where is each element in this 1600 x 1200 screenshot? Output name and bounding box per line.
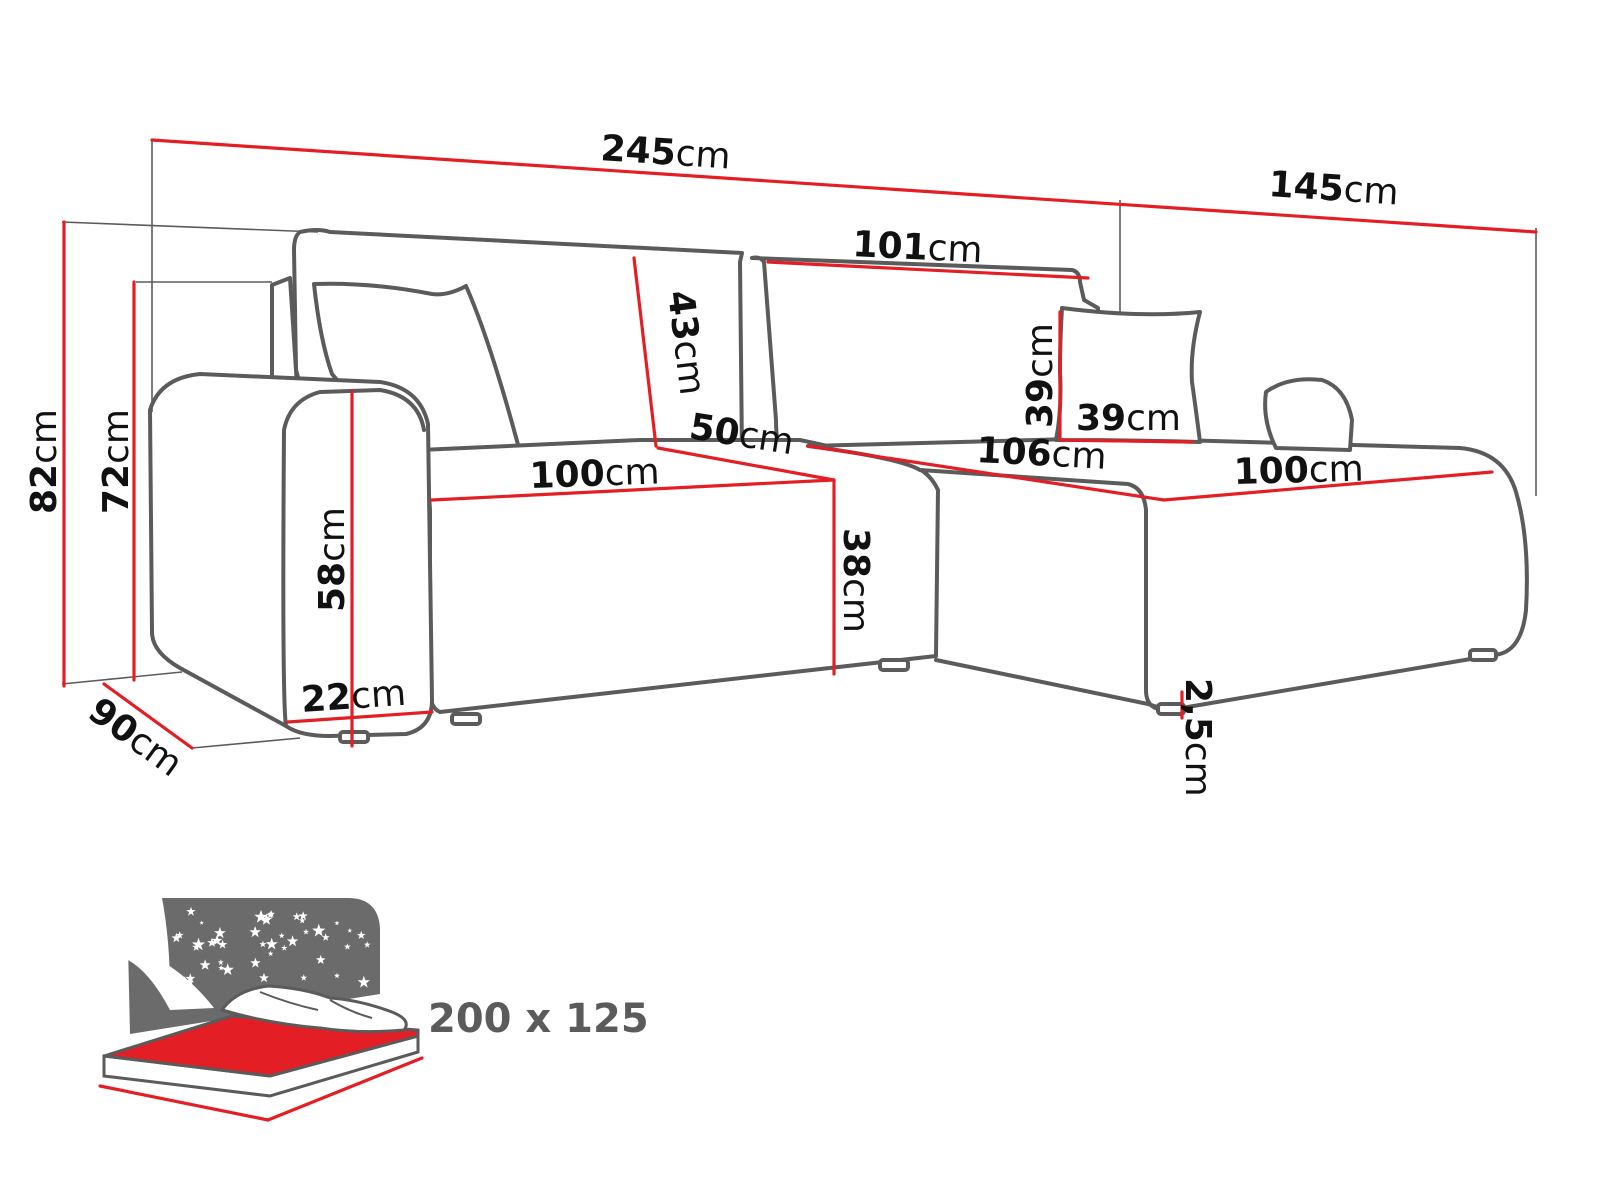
dim-line-39-h xyxy=(1058,438,1194,444)
star-icon xyxy=(211,935,223,946)
star-icon xyxy=(363,941,371,948)
star-icon xyxy=(357,930,366,939)
chaise-block xyxy=(806,436,1529,713)
star-icon xyxy=(292,912,301,921)
star-icon xyxy=(344,943,351,950)
star-icon xyxy=(300,974,308,981)
chaise-front-edge xyxy=(934,658,1172,712)
leg-2 xyxy=(450,712,482,726)
star-icon xyxy=(192,942,201,951)
label-43: 43cm xyxy=(659,288,712,397)
sleeping-bed-icon: 200 x 125 xyxy=(98,898,649,1122)
bed-width-arrow xyxy=(98,1084,270,1122)
star-icon xyxy=(249,926,261,938)
star-icon xyxy=(357,975,370,988)
label-58: 58cm xyxy=(312,507,353,612)
label-39-horizontal: 39cm xyxy=(1076,398,1181,439)
star-icon xyxy=(259,940,267,948)
star-icon xyxy=(321,933,330,941)
star-icon xyxy=(185,973,196,983)
star-icon xyxy=(334,972,340,979)
star-icon xyxy=(265,937,278,950)
star-icon xyxy=(267,910,275,918)
label-72: 72cm xyxy=(96,409,137,514)
star-icon xyxy=(199,920,204,925)
star-icon xyxy=(260,913,273,925)
sofa-drawing xyxy=(148,228,1529,744)
star-icon xyxy=(281,944,288,951)
star-icon xyxy=(312,923,326,937)
star-icon xyxy=(278,932,285,939)
moon-icon xyxy=(128,946,214,1010)
label-22: 22cm xyxy=(300,673,408,721)
star-icon xyxy=(250,957,261,968)
star-icon xyxy=(254,909,268,923)
star-icon xyxy=(259,972,269,983)
star-icon xyxy=(171,932,182,943)
label-38: 38cm xyxy=(835,528,876,633)
left-armrest-front xyxy=(281,388,426,728)
label-100-seat: 100cm xyxy=(529,451,660,497)
star-icon xyxy=(303,928,310,935)
dim-line-100-chaise xyxy=(1162,470,1494,502)
bed-length-arrow xyxy=(266,1056,424,1122)
star-icon xyxy=(214,926,226,939)
star-icon xyxy=(266,910,275,919)
dim-line-90 xyxy=(102,682,194,750)
star-icon xyxy=(175,931,184,939)
dim-line-106 xyxy=(806,444,1166,502)
dim-line-43 xyxy=(632,256,658,448)
dimension-labels: 245cm 145cm 101cm 43cm 39cm 39cm 50cm 10… xyxy=(24,128,1400,797)
bed-size-label: 200 x 125 xyxy=(428,996,649,1042)
label-2-5: 2,5cm xyxy=(1177,678,1218,797)
star-icon xyxy=(199,959,211,970)
leg-3 xyxy=(878,658,910,672)
dim-line-50 xyxy=(656,446,836,482)
leg-1 xyxy=(338,730,370,744)
star-icon xyxy=(347,928,353,933)
star-icon xyxy=(221,963,234,976)
dim-line-22 xyxy=(286,710,434,724)
label-145: 145cm xyxy=(1267,164,1399,214)
dim-line-245 xyxy=(150,138,1538,234)
leg-5 xyxy=(1468,648,1498,662)
label-90: 90cm xyxy=(81,690,190,785)
label-245: 245cm xyxy=(599,128,731,178)
star-icon xyxy=(299,917,306,924)
label-101: 101cm xyxy=(852,224,984,271)
left-armrest xyxy=(148,372,434,738)
dimension-lines xyxy=(62,138,1538,750)
star-icon xyxy=(267,950,274,957)
star-icon xyxy=(218,939,228,949)
dim-line-101 xyxy=(766,260,1090,280)
star-icon xyxy=(298,911,308,920)
star-icon xyxy=(178,976,192,989)
label-39-vertical: 39cm xyxy=(1020,323,1061,428)
star-icon xyxy=(191,937,206,951)
star-icon xyxy=(334,920,340,926)
star-icon xyxy=(186,906,196,916)
star-icon xyxy=(218,964,224,971)
extension-lines xyxy=(61,140,1537,749)
label-106: 106cm xyxy=(976,430,1108,478)
label-82: 82cm xyxy=(24,409,65,514)
chaise-bolster xyxy=(1263,377,1354,452)
star-icon xyxy=(315,954,326,964)
label-100-chaise: 100cm xyxy=(1233,449,1364,493)
star-icon xyxy=(217,959,224,965)
label-50: 50cm xyxy=(687,406,797,463)
dim-line-100-seat xyxy=(430,478,836,502)
stars xyxy=(171,906,371,989)
star-icon xyxy=(286,935,299,947)
star-icon xyxy=(187,978,194,986)
star-icon xyxy=(207,937,217,947)
leg-4 xyxy=(1156,702,1186,716)
